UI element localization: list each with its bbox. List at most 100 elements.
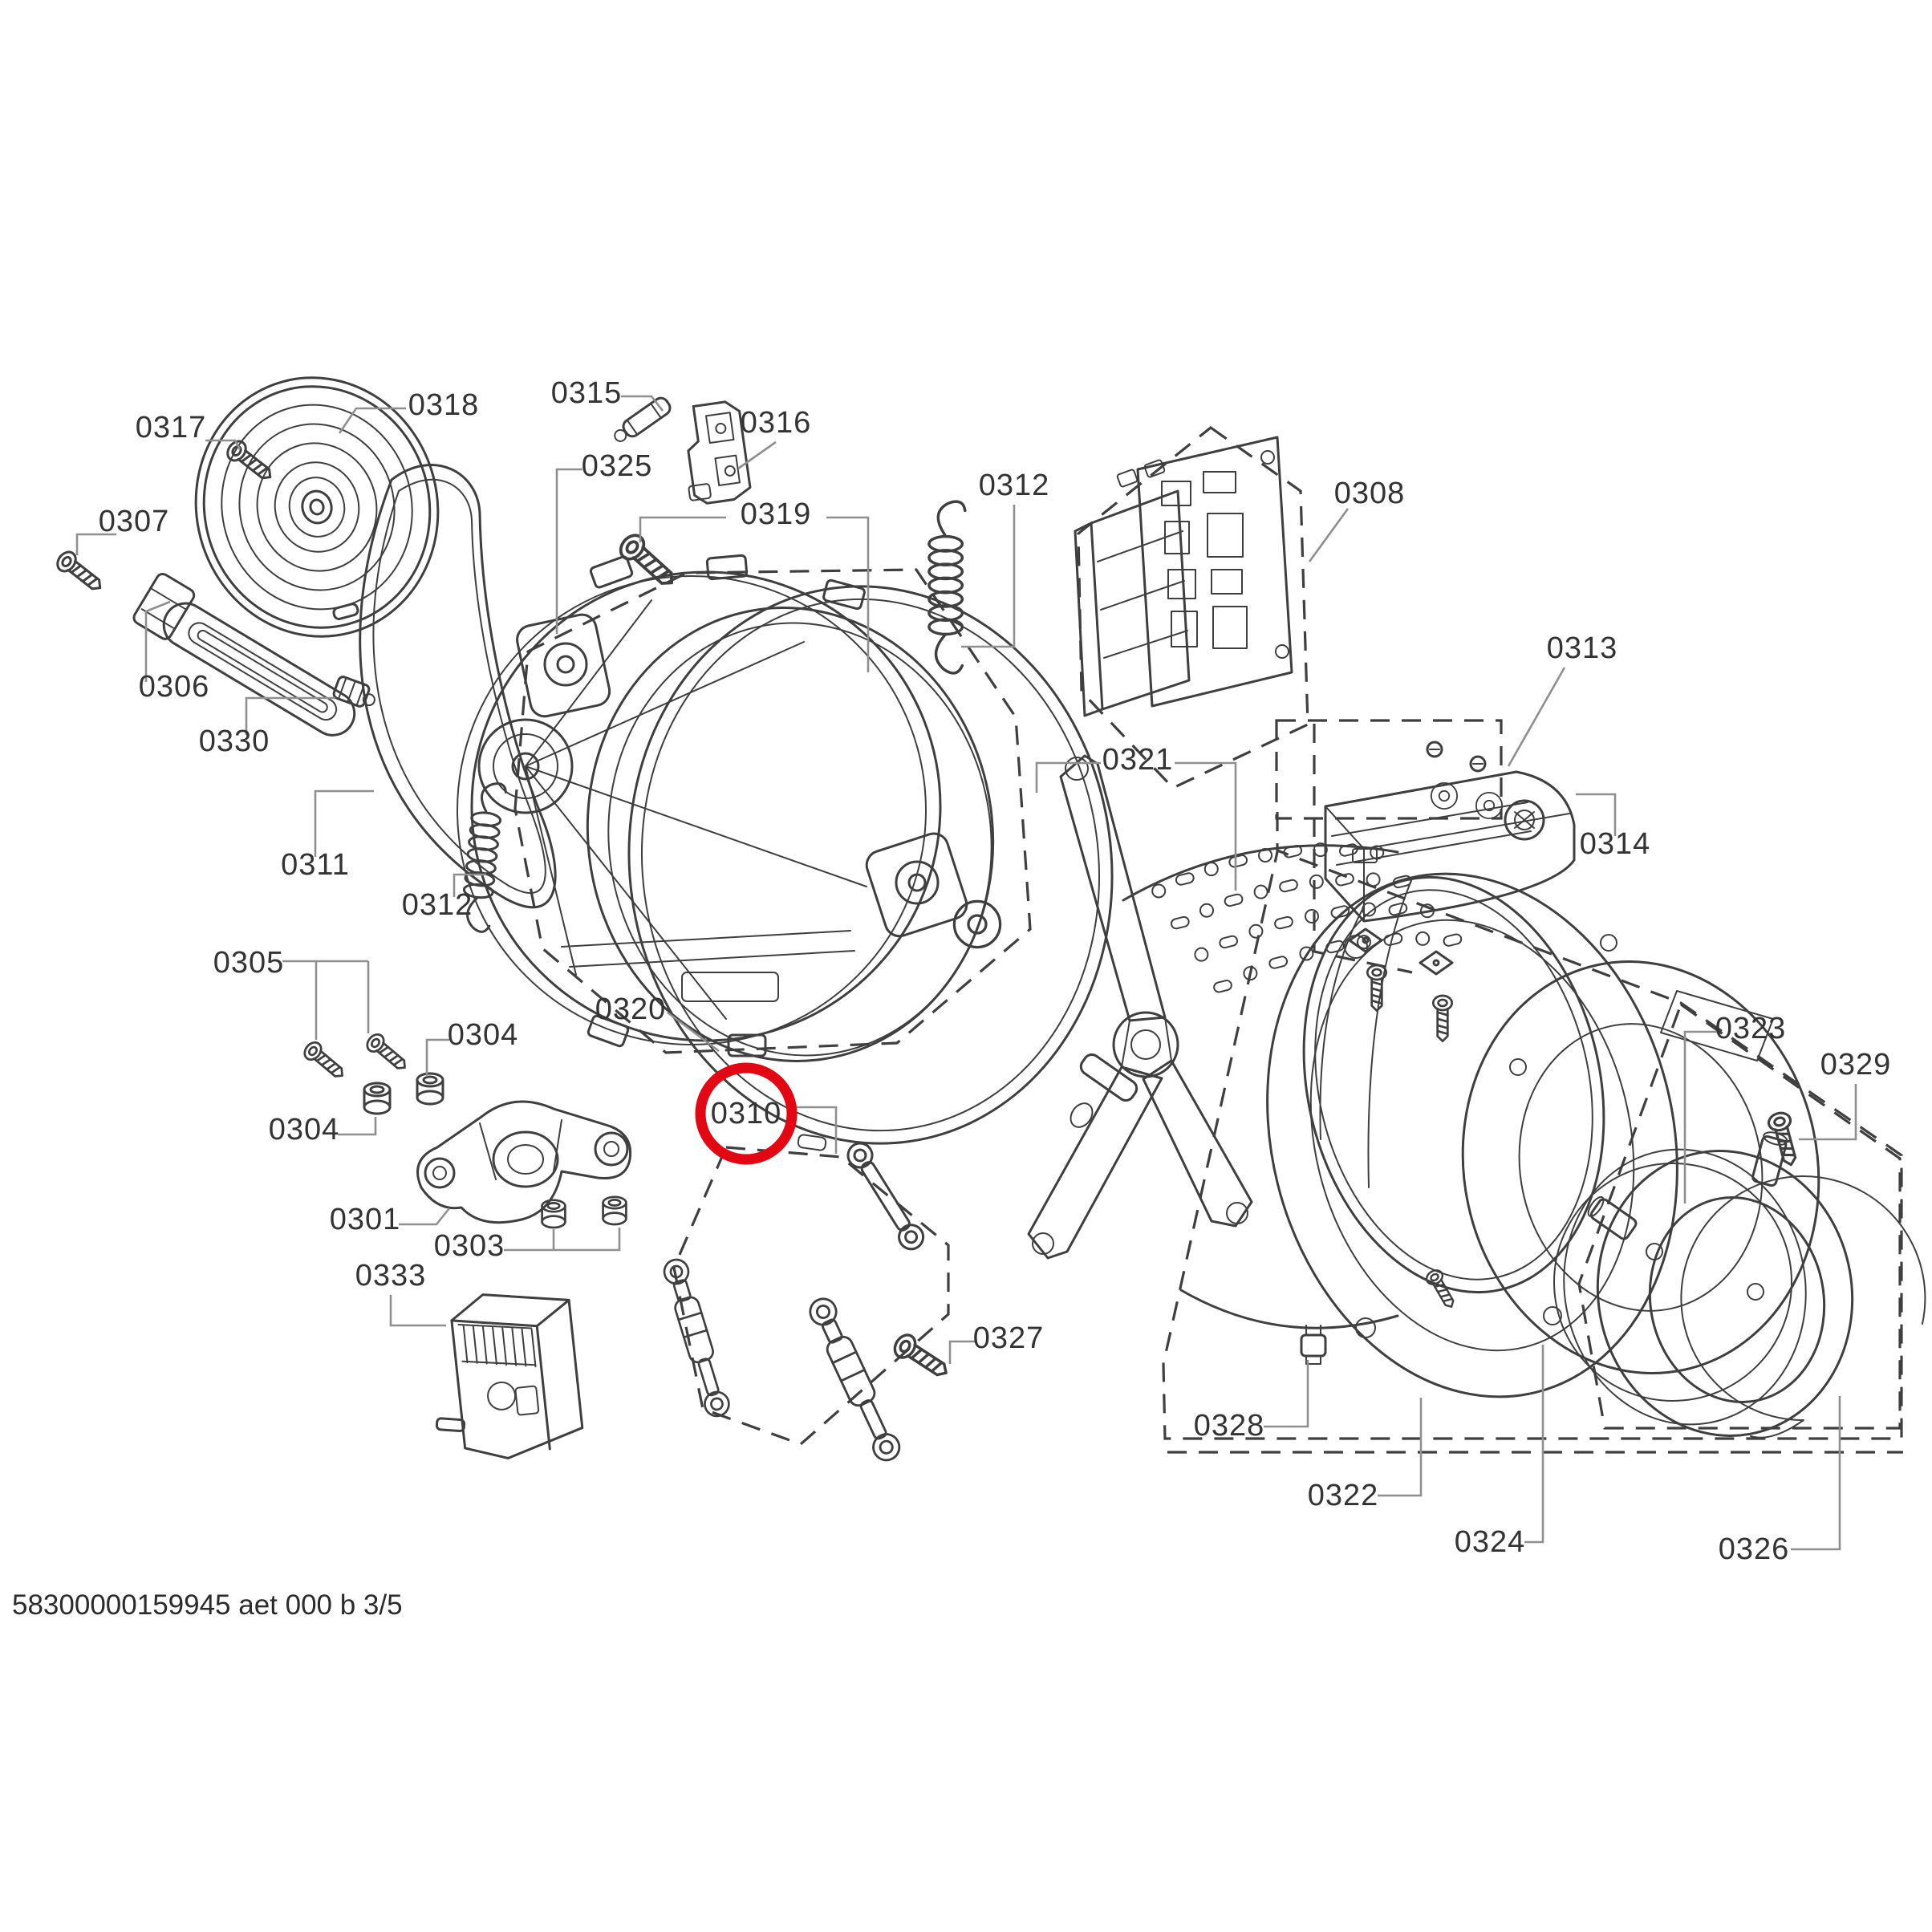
module-0333: [435, 1293, 584, 1459]
leader-0306: [144, 600, 171, 682]
leader-0323: [1683, 1030, 1717, 1203]
fastener-set-0313: [1426, 741, 1504, 820]
leader-0307: [75, 533, 116, 555]
screw-0307: [52, 547, 108, 598]
module-0308: [1074, 436, 1293, 717]
latch-0315: [614, 396, 672, 442]
dashed-outline-tub-group: [513, 568, 1032, 1054]
part-label-0314: 0314: [1580, 827, 1651, 861]
part-label-0305: 0305: [213, 946, 285, 980]
clip-0328: [1300, 1325, 1327, 1365]
part-label-0313: 0313: [1547, 631, 1618, 665]
pulley-0318: [194, 376, 440, 638]
bracket-0316: [687, 400, 752, 505]
leader-0312-right: [961, 505, 1016, 648]
leader-0315: [621, 395, 664, 412]
leader-0330: [245, 696, 335, 735]
part-label-0311: 0311: [281, 848, 350, 882]
footer-text: 58300000159945 aet 000 b 3/5: [12, 1589, 403, 1621]
leader-0321: [1035, 761, 1237, 891]
leader-0316: [737, 440, 777, 470]
part-label-0315: 0315: [551, 376, 623, 410]
leader-0318: [338, 407, 406, 434]
part-label-0325: 0325: [582, 449, 653, 483]
part-label-0322: 0322: [1308, 1479, 1379, 1512]
dashed-outline-bellows-0326: [1577, 1002, 1902, 1430]
leader-lines: [75, 395, 1857, 1551]
leader-0301: [399, 1208, 451, 1226]
leader-0312-left: [453, 873, 486, 897]
part-label-0317: 0317: [136, 411, 207, 444]
counterweight-0314: [1324, 770, 1576, 1043]
leader-0310: [793, 1106, 838, 1154]
part-label-0304-upper: 0304: [448, 1018, 519, 1052]
leader-0329: [1799, 1084, 1857, 1141]
part-label-0312-right: 0312: [979, 469, 1050, 502]
highlight-circle: [695, 1062, 798, 1165]
leader-0313: [1507, 667, 1566, 767]
drum-0321: [1027, 754, 1605, 1329]
motor-bracket-0301: [416, 1100, 632, 1224]
damper-group-0310: [660, 1137, 929, 1466]
screw-0329: [1765, 1109, 1804, 1169]
part-label-0307: 0307: [99, 505, 170, 538]
drum-perforations: [1151, 842, 1463, 993]
leader-0326: [1791, 1396, 1841, 1551]
part-label-0316: 0316: [741, 406, 812, 440]
suspension-rail-0306: [132, 572, 375, 737]
leader-0325: [555, 468, 582, 634]
bushing-0304-left: [363, 1082, 392, 1115]
leader-0324: [1524, 1345, 1544, 1544]
screws-0305: [300, 1029, 412, 1084]
dashed-outline-module-0308: [1077, 425, 1309, 789]
door-ring-0324: [1461, 960, 1820, 1374]
part-label-0301: 0301: [330, 1203, 401, 1236]
leader-0314: [1576, 793, 1617, 836]
dashed-outlines: [513, 425, 1903, 1454]
leader-0327: [948, 1340, 976, 1364]
part-label-0328: 0328: [1194, 1409, 1265, 1443]
leader-0311: [314, 789, 374, 857]
part-label-0319: 0319: [741, 497, 812, 531]
part-label-0303: 0303: [434, 1229, 505, 1263]
leader-0328: [1264, 1360, 1309, 1428]
bellows-0326: [1563, 1131, 1854, 1437]
bushing-0303-b: [602, 1195, 627, 1226]
bushing-0304-upper: [416, 1072, 444, 1106]
part-label-0324: 0324: [1455, 1525, 1526, 1559]
damper: [660, 1255, 733, 1420]
counterweight-right: [865, 832, 1002, 949]
belt-0311: [359, 464, 557, 909]
leader-0304-upper: [425, 1038, 449, 1077]
leader-0320: [667, 1011, 720, 1053]
dashed-outline-fasteners-0313: [1275, 719, 1503, 820]
damper: [805, 1293, 905, 1466]
leader-0317: [205, 439, 242, 450]
leader-0322: [1378, 1398, 1423, 1497]
part-label-0326: 0326: [1719, 1532, 1790, 1566]
part-label-0330: 0330: [199, 724, 270, 758]
part-label-0318: 0318: [408, 388, 480, 422]
screw-0319: [614, 529, 682, 595]
link: [842, 1137, 929, 1255]
counterweight-left: [516, 613, 611, 718]
part-label-0308: 0308: [1334, 477, 1406, 510]
leader-0333: [389, 1295, 446, 1327]
dashed-outline-damper-group-0310: [672, 1146, 950, 1446]
leader-0305: [282, 960, 370, 1040]
part-label-0323: 0323: [1715, 1012, 1787, 1045]
rear-tub-0322: [1266, 872, 1678, 1398]
spring-0312-right: [927, 500, 967, 675]
part-label-0310: 0310: [711, 1097, 782, 1130]
part-labels: 0317 0318 0307 0306 0330 0311 0312 0315 …: [99, 376, 1892, 1566]
part-label-0333: 0333: [355, 1259, 427, 1293]
part-label-0312-left: 0312: [402, 888, 473, 922]
wire-ring-0323: [1553, 1163, 1926, 1439]
leader-0319: [639, 516, 870, 672]
part-label-0329: 0329: [1820, 1048, 1892, 1082]
part-label-0320: 0320: [595, 992, 667, 1026]
part-label-0306: 0306: [139, 670, 210, 704]
part-label-0321: 0321: [1102, 743, 1174, 777]
spider: [1027, 754, 1253, 1260]
